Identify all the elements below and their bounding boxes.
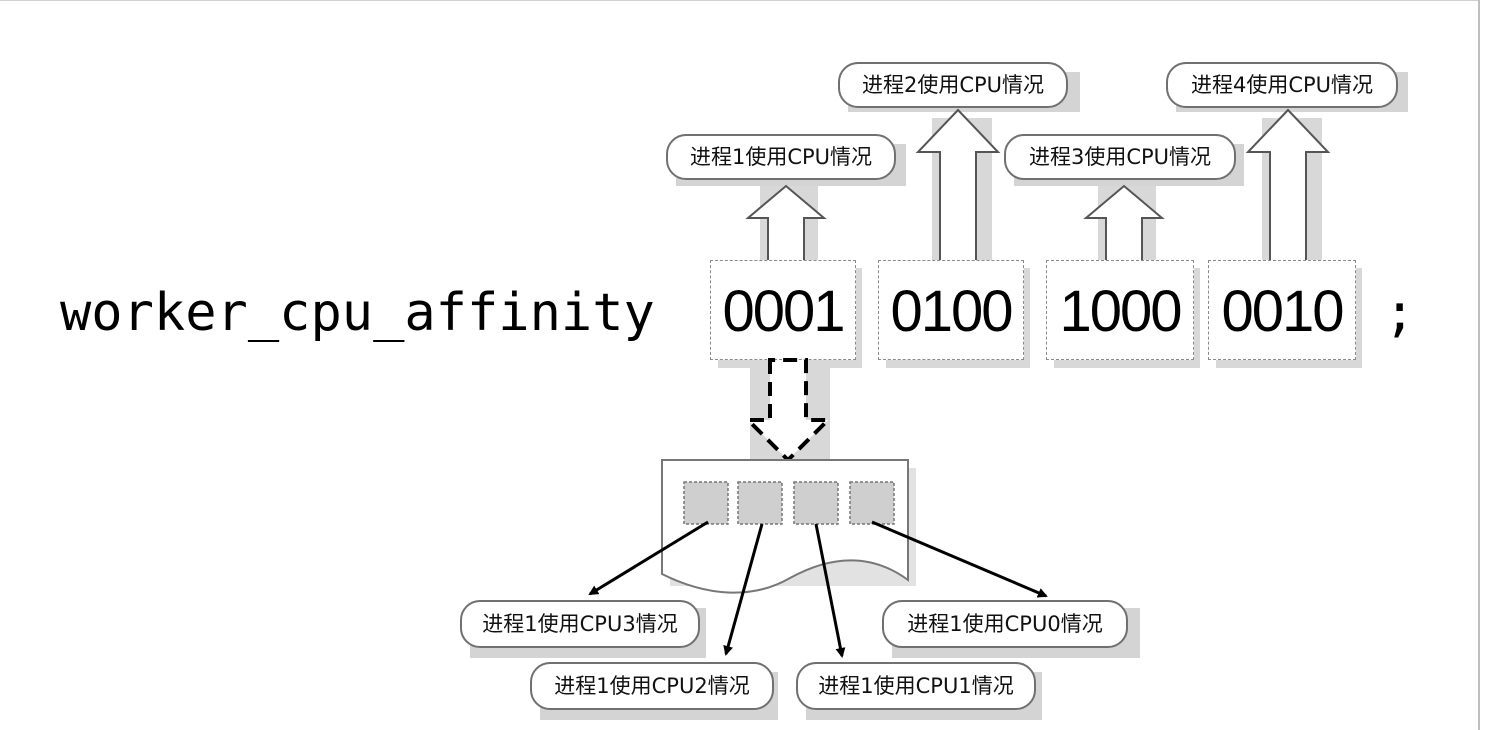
- process-4-label: 进程4使用CPU情况: [1166, 62, 1398, 108]
- cpu2-label: 进程1使用CPU2情况: [530, 662, 774, 710]
- mask-value-1000: 1000: [1059, 279, 1182, 344]
- mask-box-1000: [1046, 260, 1194, 360]
- cpu3-label: 进程1使用CPU3情况: [460, 600, 700, 648]
- connector-cpu1: [814, 523, 846, 658]
- cpu1-label: 进程1使用CPU1情况: [796, 662, 1036, 710]
- mask-value-0100: 0100: [890, 279, 1013, 344]
- cpu0-label: 进程1使用CPU0情况: [882, 600, 1128, 648]
- directive-name: worker_cpu_affinity: [60, 283, 655, 343]
- cpu-bit-square-3: [683, 481, 729, 525]
- mask-box-0100: [878, 260, 1024, 360]
- up-arrow-3: [1083, 184, 1165, 260]
- up-arrow-1: [745, 184, 827, 260]
- cpu-bit-square-1: [793, 481, 839, 525]
- connector-cpu2: [723, 523, 764, 656]
- up-arrow-4: [1245, 108, 1331, 260]
- process-2-label: 进程2使用CPU情况: [838, 62, 1068, 108]
- cpu-bit-square-2: [737, 481, 783, 525]
- connector-cpu3: [588, 520, 709, 596]
- process-1-label: 进程1使用CPU情况: [666, 134, 896, 180]
- mask-value-0010: 0010: [1221, 279, 1344, 344]
- frame-top-border: [0, 0, 1480, 1]
- connector-cpu0: [871, 520, 1048, 598]
- cpu-bit-square-0: [849, 481, 895, 525]
- mask-box-0001: [710, 260, 856, 360]
- up-arrow-2: [915, 108, 1001, 260]
- dashed-down-arrow: [743, 358, 833, 463]
- frame-right-border: [1478, 0, 1480, 730]
- directive-terminator: ;: [1384, 283, 1416, 343]
- mask-box-0010: [1208, 260, 1356, 360]
- mask-value-0001: 0001: [722, 279, 845, 344]
- process-3-label: 进程3使用CPU情况: [1004, 134, 1236, 180]
